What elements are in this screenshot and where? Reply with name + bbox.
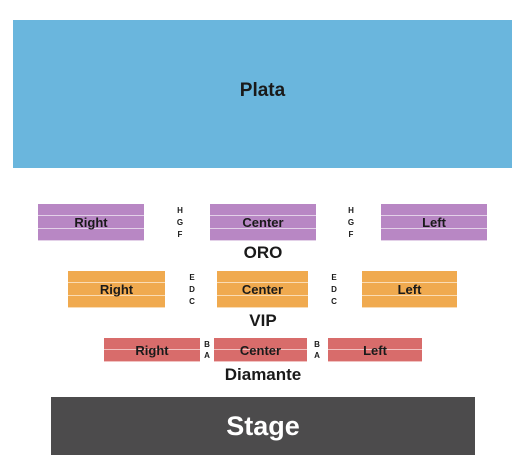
oro-left-label: Left [422, 215, 446, 230]
vip-right-block[interactable]: Right [68, 271, 165, 308]
oro-row-labels-left: H G F [176, 206, 184, 239]
oro-center-label: Center [242, 215, 284, 230]
vip-row-labels-right: E D C [331, 273, 337, 306]
diamante-center-block[interactable]: Center [214, 338, 307, 362]
oro-right-label: Right [74, 215, 108, 230]
vip-left-block[interactable]: Left [362, 271, 457, 308]
diamante-row-labels-left: B A [204, 340, 210, 360]
diamante-right-block[interactable]: Right [104, 338, 200, 362]
vip-center-label: Center [241, 282, 284, 297]
diamante-row-labels-right: B A [314, 340, 320, 360]
vip-left-label: Left [397, 282, 422, 297]
oro-row-labels-right: H G F [347, 206, 355, 239]
diamante-center-label: Center [239, 342, 282, 358]
section-oro-label: ORO [243, 243, 283, 262]
section-plata-label: Plata [239, 80, 286, 101]
vip-row-labels-left: E D C [189, 273, 195, 306]
vip-right-label: Right [99, 282, 134, 297]
vip-center-block[interactable]: Center [217, 271, 308, 308]
section-vip-label: VIP [249, 311, 277, 330]
oro-center-block[interactable]: Center [210, 204, 316, 241]
stage-label: Stage [226, 410, 300, 441]
oro-left-block[interactable]: Left [381, 204, 487, 241]
diamante-left-label: Left [363, 342, 387, 358]
diamante-right-label: Right [135, 342, 169, 358]
oro-right-block[interactable]: Right [38, 204, 144, 241]
section-plata[interactable]: Plata [13, 20, 512, 168]
diamante-left-block[interactable]: Left [328, 338, 422, 362]
section-diamante-label: Diamante [224, 365, 302, 384]
stage: Stage [51, 397, 475, 455]
